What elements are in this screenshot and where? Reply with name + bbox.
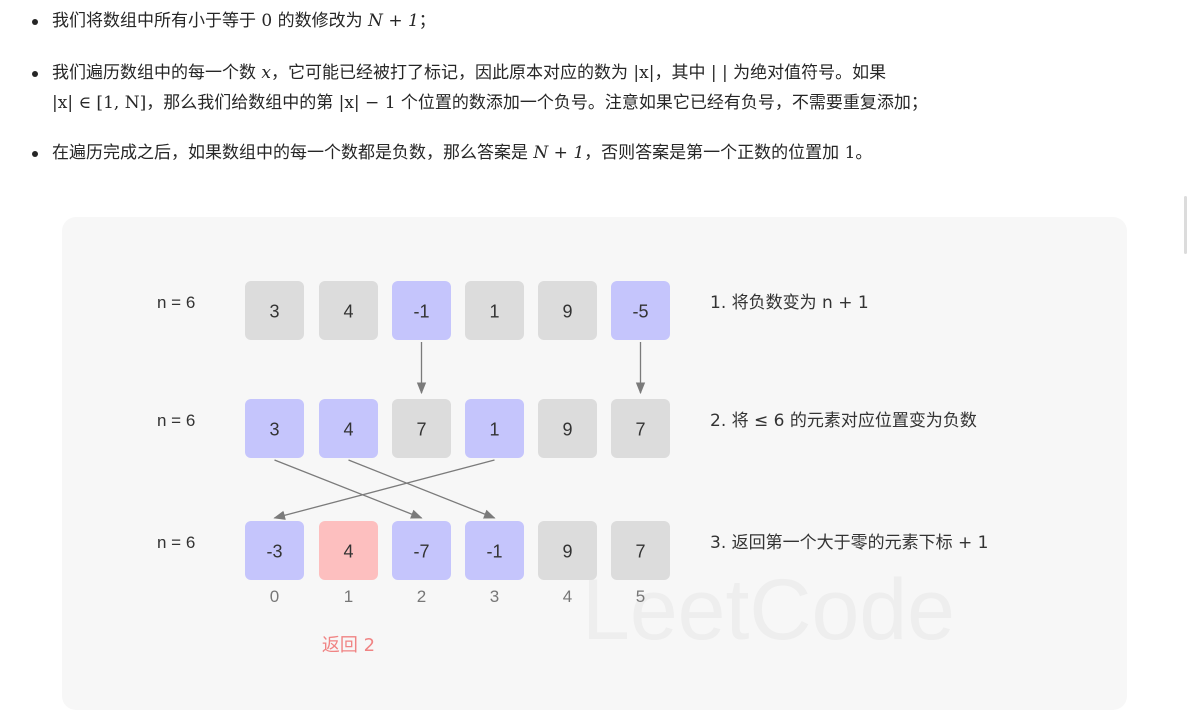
array-cell: [538, 399, 597, 458]
arrow-3-to-index-2: [274, 459, 423, 519]
arrow-1-to-index-0: [273, 459, 495, 520]
cell-value: 4: [343, 302, 353, 322]
math-expr: N + 1: [533, 143, 585, 163]
math-x: x: [261, 63, 271, 83]
cell-value: -1: [486, 542, 502, 562]
result-label: 返回 2: [322, 635, 375, 656]
array-cell: [538, 521, 597, 580]
array-cell: [319, 521, 378, 580]
text: ，它可能已经被打了标记，因此原本对应的数为: [271, 63, 634, 83]
cell-value: 7: [416, 420, 426, 440]
cell-value: 1: [489, 420, 499, 440]
text: 的数修改为: [272, 11, 369, 31]
text: ，那么我们给数组中的第: [146, 93, 339, 113]
math-zero: 0: [261, 11, 273, 31]
cell-value: 7: [635, 542, 645, 562]
bullet-step-1: 我们将数组中所有小于等于 0 的数修改为 N + 1；: [30, 6, 1180, 36]
math-n-plus-1: N + 1: [533, 143, 584, 163]
text: ，否则答案是第一个正数的位置加: [584, 143, 845, 163]
arrow-4-to-index-3: [348, 459, 496, 519]
cell-value: -5: [632, 302, 648, 322]
text: 个位置的数添加一个负号。注意如果它已经有负号，不需要重复添加；: [395, 93, 928, 113]
array-cell: [465, 281, 524, 340]
explanation-list: 我们将数组中所有小于等于 0 的数修改为 N + 1； 我们遍历数组中的每一个数…: [30, 6, 1180, 168]
array-cell: [392, 399, 451, 458]
array-cell: [245, 399, 304, 458]
cell-value: -1: [413, 302, 429, 322]
n-label: n = 6: [157, 533, 195, 552]
index-label: 2: [417, 587, 426, 606]
cell-value: 7: [635, 420, 645, 440]
cell-value: 1: [489, 302, 499, 322]
array-cell: [611, 521, 670, 580]
text: 我们遍历数组中的每一个数: [52, 63, 262, 83]
cell-value: 9: [562, 542, 572, 562]
index-label: 1: [344, 587, 353, 606]
math-expr: x: [261, 63, 271, 83]
cell-value: 3: [269, 302, 279, 322]
step-label: 2. 将 ≤ 6 的元素对应位置变为负数: [710, 411, 977, 431]
step-label: 1. 将负数变为 n + 1: [710, 293, 869, 313]
math-n-plus-1: N + 1: [368, 11, 419, 31]
text: ；: [418, 11, 436, 31]
array-cell: [465, 521, 524, 580]
array-cell: [245, 281, 304, 340]
step-label: 3. 返回第一个大于零的元素下标 + 1: [710, 533, 989, 553]
n-label: n = 6: [157, 293, 195, 312]
cell-value: 3: [269, 420, 279, 440]
array-cell: [392, 281, 451, 340]
array-cell: [392, 521, 451, 580]
cell-value: 4: [343, 420, 353, 440]
math-one: 1: [844, 143, 856, 163]
index-label: 4: [563, 587, 572, 606]
text: ，其中: [654, 63, 711, 83]
math-index: |x| − 1: [338, 93, 396, 113]
n-label: n = 6: [157, 411, 195, 430]
cell-value: 4: [343, 542, 353, 562]
array-cell: [611, 399, 670, 458]
text: 我们将数组中所有小于等于: [52, 11, 262, 31]
index-label: 5: [636, 587, 645, 606]
index-label: 0: [270, 587, 279, 606]
bullet-step-2: 我们遍历数组中的每一个数 x，它可能已经被打了标记，因此原本对应的数为 |x|，…: [30, 58, 1180, 118]
scrollbar-thumb[interactable]: [1184, 196, 1187, 254]
text: 。: [855, 143, 873, 163]
array-cell: [611, 281, 670, 340]
index-label: 3: [490, 587, 499, 606]
array-cell: [319, 281, 378, 340]
text: 在遍历完成之后，如果数组中的每一个数都是负数，那么答案是: [52, 143, 534, 163]
text: 为绝对值符号。如果: [727, 63, 887, 83]
cell-value: -7: [413, 542, 429, 562]
math-abs-x: |x|: [633, 63, 655, 83]
cell-value: 9: [562, 420, 572, 440]
array-cell: [319, 399, 378, 458]
array-cell: [538, 281, 597, 340]
cell-value: 9: [562, 302, 572, 322]
cell-value: -3: [266, 542, 282, 562]
array-cell: [245, 521, 304, 580]
math-range: |x| ∈ [1, N]: [52, 93, 147, 113]
array-cell: [465, 399, 524, 458]
bullet-step-3: 在遍历完成之后，如果数组中的每一个数都是负数，那么答案是 N + 1，否则答案是…: [30, 138, 1180, 168]
math-expr: N + 1: [368, 11, 419, 31]
math-abs-symbol: | |: [710, 63, 728, 83]
